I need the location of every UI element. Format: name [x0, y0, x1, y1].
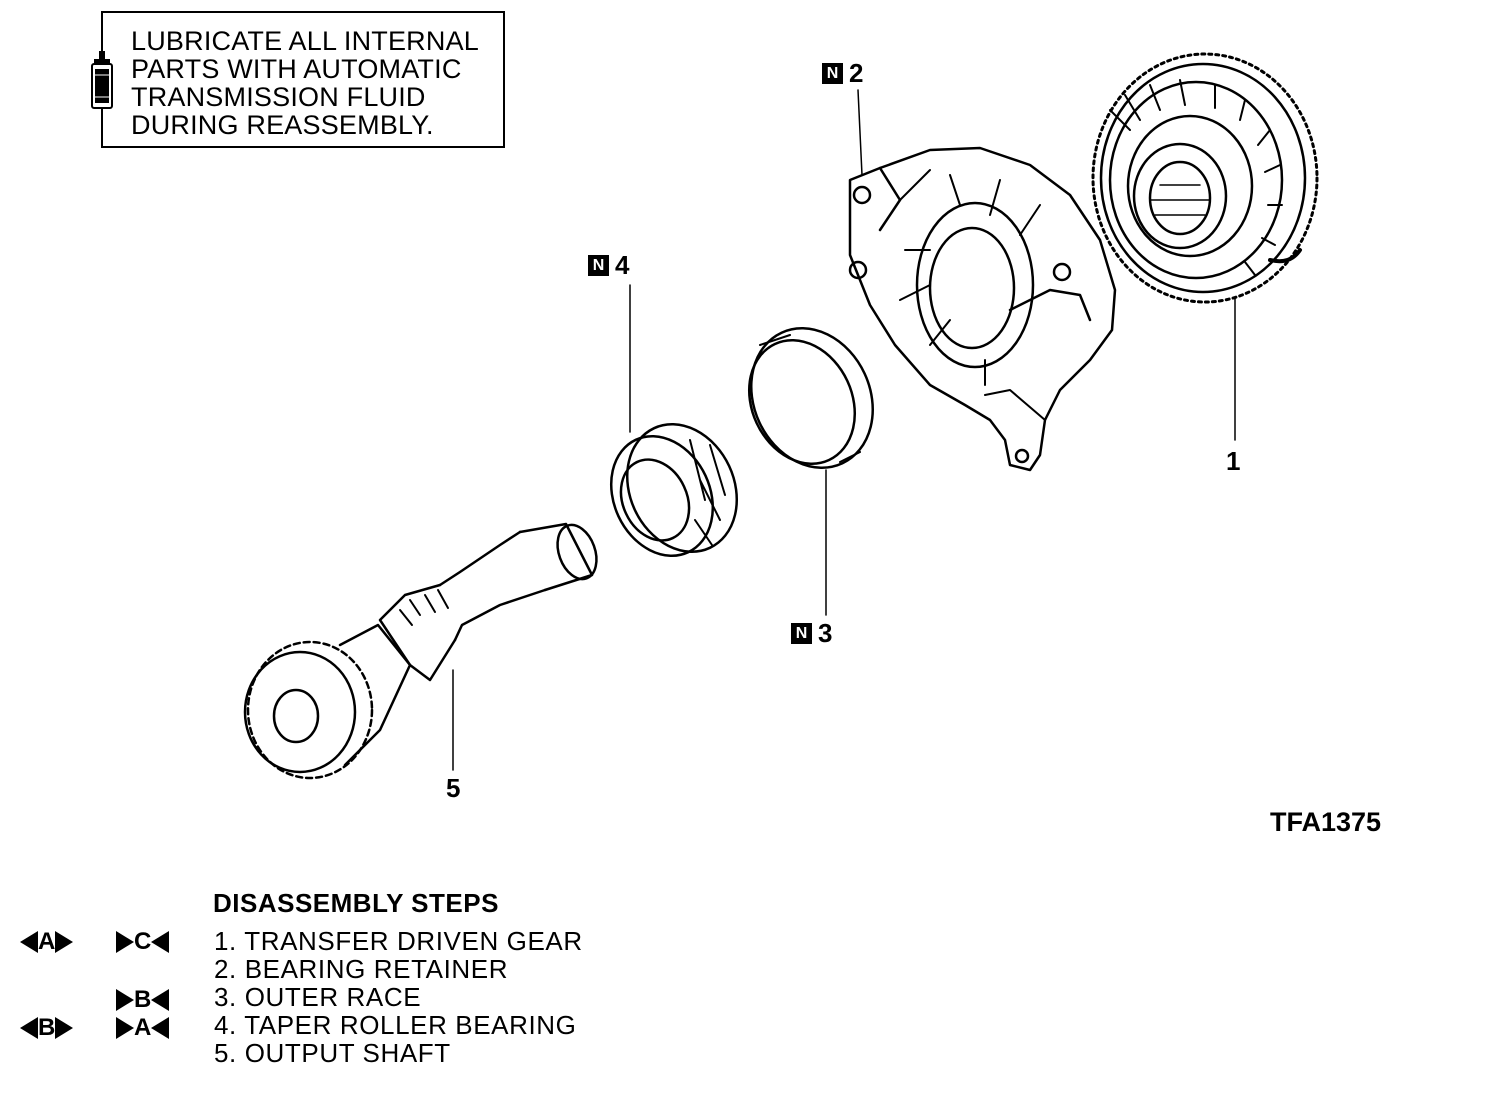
callout-number: 3 [818, 618, 833, 648]
callout-2: N 2 [822, 60, 863, 86]
lube-note-line-4: DURING REASSEMBLY. [131, 110, 434, 140]
service-mark-left-step-4: B [20, 1014, 74, 1042]
service-mark-right-step-3: B [116, 986, 170, 1014]
callout-3: N 3 [791, 620, 832, 646]
figure-id: TFA1375 [1270, 807, 1382, 837]
new-part-badge: N [588, 254, 609, 276]
callout-1: 1 [1226, 446, 1241, 476]
exploded-view-drawing [243, 52, 1319, 780]
bearing-retainer [848, 146, 1117, 472]
lubrication-note-box: LUBRICATE ALL INTERNAL PARTS WITH AUTOMA… [91, 11, 505, 148]
callout-number: 2 [849, 58, 864, 88]
service-mark-right-step-1: C [116, 928, 170, 956]
leader-lines [452, 89, 1236, 771]
lube-note-line-1: LUBRICATE ALL INTERNAL [131, 26, 480, 56]
outer-race [747, 327, 874, 469]
disassembly-step-5: 5. OUTPUT SHAFT [214, 1038, 451, 1068]
callout-4: N 4 [588, 252, 629, 278]
output-shaft [243, 522, 598, 780]
disassembly-step-3: 3. OUTER RACE [214, 982, 422, 1012]
new-part-badge: N [791, 622, 812, 644]
disassembly-step-4: 4. TAPER ROLLER BEARING [214, 1010, 577, 1040]
leader-line-2 [857, 89, 863, 176]
lube-note-line-2: PARTS WITH AUTOMATIC [131, 54, 462, 84]
callout-5: 5 [446, 773, 461, 803]
callout-number: 4 [615, 250, 630, 280]
transfer-driven-gear [1091, 52, 1319, 304]
disassembly-step-2: 2. BEARING RETAINER [214, 954, 509, 984]
oil-can-icon [91, 51, 113, 109]
disassembly-step-1: 1. TRANSFER DRIVEN GEAR [214, 926, 583, 956]
new-part-badge: N [822, 62, 843, 84]
lube-note-line-3: TRANSMISSION FLUID [131, 82, 426, 112]
disassembly-steps-title: DISASSEMBLY STEPS [213, 888, 499, 918]
taper-roller-bearing [609, 423, 739, 557]
service-mark-left-step-1: A [20, 928, 74, 956]
service-mark-right-step-4: A [116, 1014, 170, 1042]
